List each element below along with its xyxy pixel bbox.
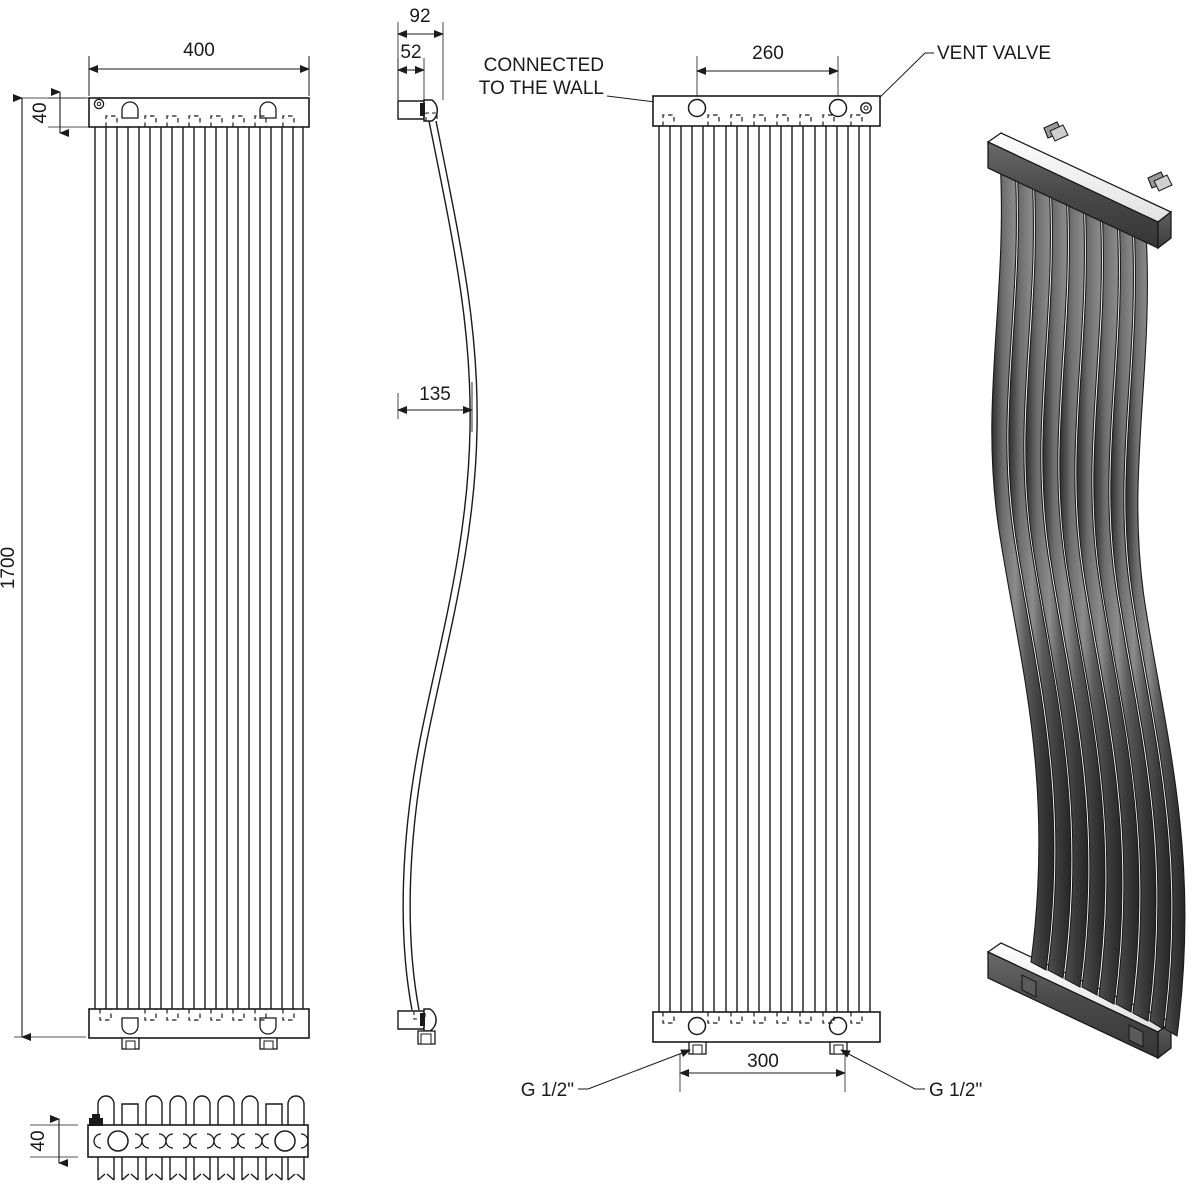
- dimension-inlet-spacing: 300: [679, 1051, 846, 1092]
- dimension-plan-depth: 40: [28, 1115, 78, 1167]
- annotation-connected-to-wall: CONNECTED TO THE WALL: [479, 55, 689, 109]
- plan-view: 40: [28, 1095, 309, 1181]
- wall-mount-port-front-left: [121, 101, 139, 119]
- front-bottom-manifold: [88, 1008, 310, 1050]
- dim-label-40-plan: 40: [28, 1130, 49, 1151]
- front-top-manifold: [88, 97, 310, 128]
- plan-upper-tube-loops: [97, 1095, 305, 1125]
- connected-to-wall-label-line1: CONNECTED: [484, 55, 604, 76]
- back-bottom-manifold: [652, 1011, 881, 1055]
- iso-inlet-stub-left: [1021, 974, 1037, 998]
- front-bottom-tube-sockets: [99, 1009, 295, 1021]
- wall-mount-port-front-right: [259, 101, 277, 119]
- plan-vent-valve-marker: [89, 1114, 103, 1126]
- dimension-front-width: 400: [88, 40, 310, 96]
- dim-label-40-front: 40: [30, 102, 51, 123]
- dim-label-52: 52: [400, 42, 421, 63]
- vent-valve-port-front: [93, 98, 105, 110]
- back-view: 260 VENT VALVE CONNECTED TO THE WALL: [479, 43, 1051, 1101]
- back-top-manifold: [652, 95, 881, 127]
- connected-to-wall-label-line2: TO THE WALL: [479, 78, 604, 99]
- inlet-port-front-right: [259, 1017, 277, 1035]
- iso-bottom-manifold: [986, 942, 1173, 1060]
- front-view: 400 40 1700: [0, 40, 310, 1050]
- front-tube-bank: [94, 127, 304, 1015]
- dim-label-260: 260: [752, 43, 784, 64]
- annotation-thread-right: G 1/2": [840, 1049, 982, 1101]
- dim-label-1700: 1700: [0, 547, 19, 589]
- vent-valve-label: VENT VALVE: [937, 43, 1051, 64]
- back-top-tube-sockets: [662, 114, 863, 126]
- iso-inlet-stub-right: [1128, 1024, 1144, 1048]
- isometric-3d-view: [986, 121, 1186, 1060]
- wall-mount-port-back-left: [687, 98, 707, 118]
- annotation-vent-valve: VENT VALVE: [871, 43, 1051, 106]
- annotation-thread-left: G 1/2": [521, 1049, 691, 1101]
- inlet-port-back-right: [828, 1016, 848, 1036]
- side-view: 92 52 135: [397, 6, 478, 1045]
- dimension-wave-depth: 135: [397, 382, 473, 432]
- plan-port-circles: [107, 1130, 296, 1152]
- thread-label-left: G 1/2": [521, 1080, 574, 1101]
- inlet-port-back-left: [687, 1016, 707, 1036]
- side-bottom-manifold: [397, 1008, 437, 1045]
- iso-tube-bank: [991, 157, 1186, 1037]
- inlet-port-front-left: [121, 1017, 139, 1035]
- dimension-wall-spacing: 260: [696, 43, 839, 104]
- vent-valve-port-back: [860, 102, 872, 114]
- side-top-manifold: [397, 99, 439, 122]
- front-top-tube-sockets: [105, 115, 295, 127]
- dim-label-135: 135: [419, 384, 451, 405]
- iso-top-manifold: [986, 121, 1173, 250]
- plan-lower-tube-legs: [97, 1157, 305, 1181]
- side-wave-profile: [402, 120, 478, 1011]
- dimension-overall-height: 1700: [0, 94, 86, 1041]
- dim-label-92: 92: [409, 6, 430, 27]
- dim-label-400: 400: [183, 40, 215, 61]
- back-bottom-tube-sockets: [662, 1012, 863, 1024]
- wall-mount-port-back-right: [828, 98, 848, 118]
- thread-label-right: G 1/2": [929, 1080, 982, 1101]
- dimension-side-offset: 52: [397, 42, 425, 100]
- dim-label-300: 300: [747, 1051, 779, 1072]
- back-tube-bank: [658, 126, 871, 1014]
